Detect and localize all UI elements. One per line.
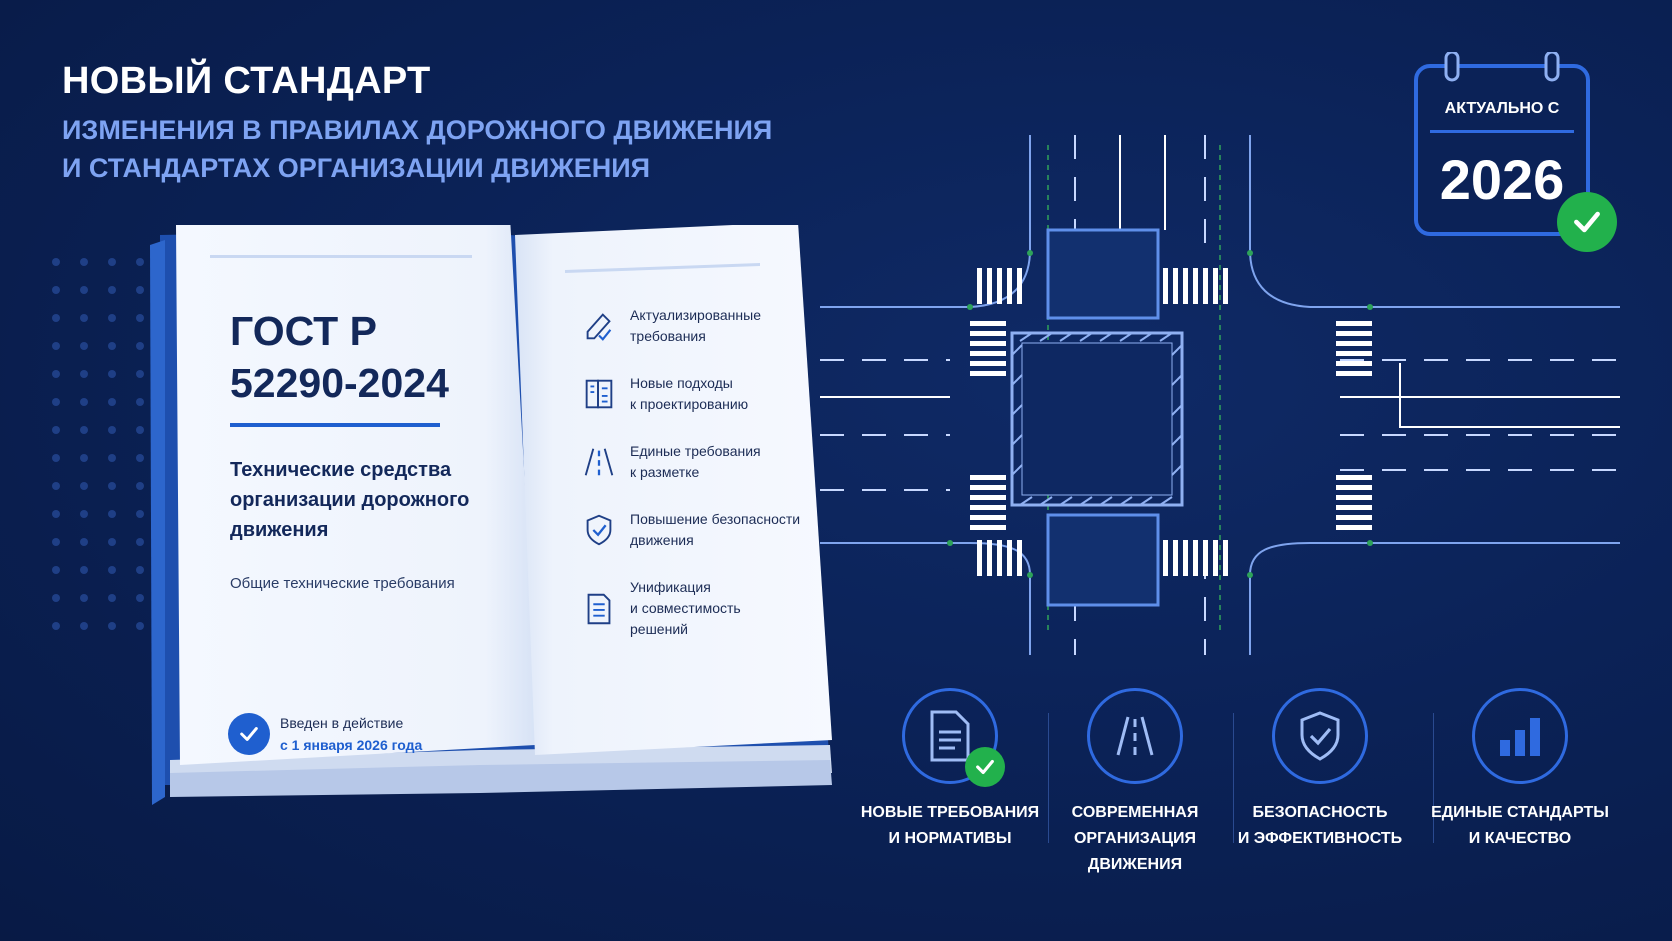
gost-subtitle: Общие технические требования: [230, 575, 455, 592]
gost-code: ГОСТ Р 52290-2024: [230, 305, 530, 409]
gost-code-line-1: ГОСТ Р: [230, 308, 377, 354]
decorative-dots: [52, 258, 144, 630]
road-marking-icon: [584, 448, 614, 476]
document-list-icon: [587, 593, 611, 624]
shield-check-icon: [1272, 688, 1368, 784]
subtitle-line-2: И СТАНДАРТАХ ОРГАНИЗАЦИИ ДВИЖЕНИЯ: [62, 153, 651, 183]
road-icon: [1087, 688, 1183, 784]
check-icon: [1557, 192, 1617, 252]
bar-chart-icon: [1472, 688, 1568, 784]
page-subtitle: ИЗМЕНЕНИЯ В ПРАВИЛАХ ДОРОЖНОГО ДВИЖЕНИЯ …: [62, 111, 772, 187]
calendar-year: 2026: [1439, 148, 1565, 211]
blueprint-icon: [585, 379, 613, 409]
document-check-icon: [902, 688, 1005, 787]
effective-text: Введен в действие с 1 января 2026 года: [280, 712, 422, 756]
check-icon: [228, 713, 270, 755]
divider: [1233, 713, 1234, 843]
gost-code-line-2: 52290-2024: [230, 360, 449, 406]
gost-underline: [230, 423, 440, 427]
calendar-icon: [1414, 52, 1590, 236]
gost-book: ГОСТ Р 52290-2024 Технические средства о…: [140, 225, 840, 845]
effective-line-2: с 1 января 2026 года: [280, 737, 423, 753]
edit-document-icon: [586, 313, 612, 341]
page-title: НОВЫЙ СТАНДАРТ: [62, 60, 431, 102]
subtitle-line-1: ИЗМЕНЕНИЯ В ПРАВИЛАХ ДОРОЖНОГО ДВИЖЕНИЯ: [62, 115, 773, 145]
divider: [1048, 713, 1049, 843]
effective-line-1: Введен в действие: [280, 715, 404, 731]
book-left-page: ГОСТ Р 52290-2024 Технические средства о…: [230, 305, 530, 592]
calendar-badge: АКТУАЛЬНО С 2026: [1412, 52, 1617, 252]
book-illustration: [150, 225, 832, 805]
effective-date-block: Введен в действие с 1 января 2026 года: [228, 712, 422, 756]
gost-description: Технические средства организации дорожно…: [230, 459, 470, 541]
header: НОВЫЙ СТАНДАРТ ИЗМЕНЕНИЯ В ПРАВИЛАХ ДОРО…: [62, 60, 772, 187]
calendar-label: АКТУАЛЬНО С: [1444, 100, 1560, 117]
intersection-illustration: [820, 135, 1620, 655]
shield-check-icon: [586, 514, 612, 546]
divider: [1433, 713, 1434, 843]
